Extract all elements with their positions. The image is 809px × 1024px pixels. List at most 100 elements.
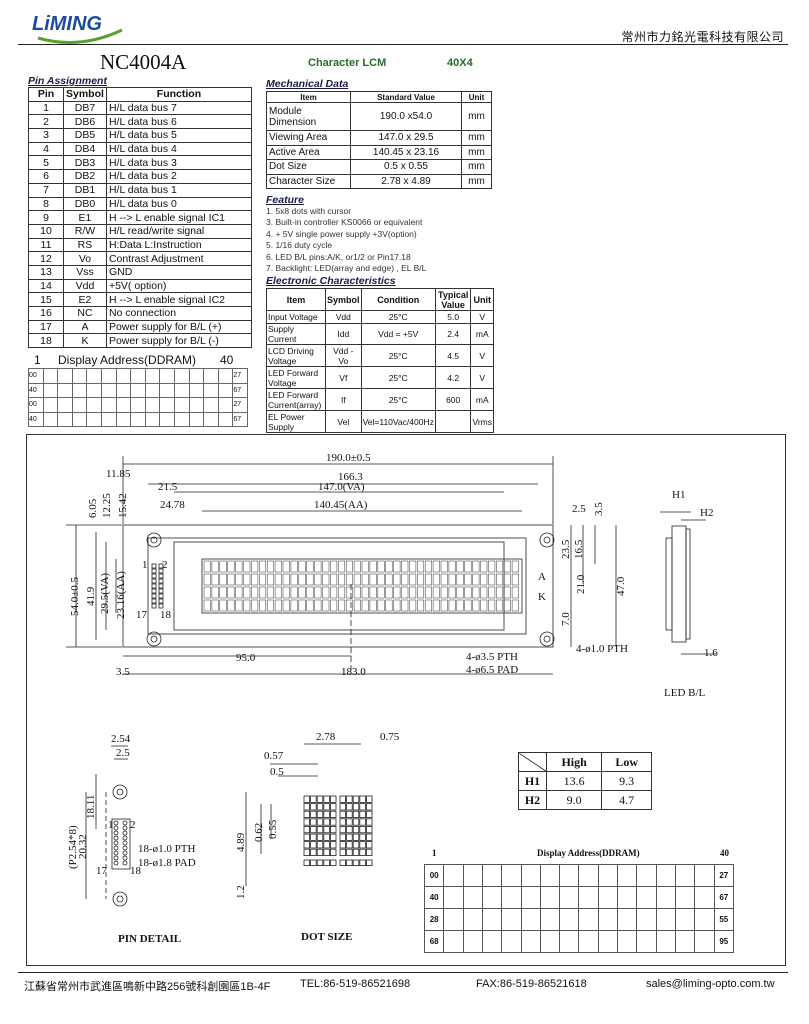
ddram-small-start: 1 (34, 353, 41, 367)
feature-title: Feature (266, 194, 304, 206)
ddram-cell (42, 411, 59, 427)
pin-assignment-title: Pin Assignment (28, 75, 107, 87)
character-cell (385, 560, 393, 573)
hl-low-cell: 4.7 (601, 790, 652, 810)
pad-note: 4-ø6.5 PAD (466, 664, 518, 676)
mech-value-cell: 147.0 x 29.5 (350, 130, 462, 146)
character-cell (417, 586, 425, 599)
function-cell: H/L data bus 6 (105, 114, 253, 130)
dim-41-9: 41.9 (85, 586, 97, 606)
pin-cell: 9 (28, 210, 64, 225)
ddram-cell (115, 397, 132, 413)
ddram-cell (115, 411, 132, 427)
mech-value-cell: 190.0 x54.0 (350, 102, 462, 131)
character-cell (243, 599, 251, 612)
dot-cell (346, 841, 353, 849)
character-cell (464, 586, 472, 599)
symbol-cell: DB1 (63, 182, 107, 198)
dot-cell (365, 833, 373, 841)
dot-cell (359, 841, 366, 849)
dot-cell (352, 825, 360, 834)
side-view (660, 511, 716, 655)
character-cell (361, 560, 369, 573)
dot-dim-0-57: 0.57 (264, 750, 284, 762)
dot-cell (303, 841, 310, 849)
mount-hole (539, 631, 555, 647)
ddram-cell (188, 368, 205, 384)
ddram-cell (539, 908, 561, 931)
character-cell (393, 599, 401, 612)
character-cell (511, 599, 519, 612)
ddram-cell (173, 382, 190, 398)
footer-email[interactable]: sales@liming-opto.com.tw (646, 978, 775, 990)
dot-cell (329, 810, 337, 819)
elec-typical-cell (434, 410, 472, 433)
ddram-cell (501, 908, 522, 931)
dot-cell (346, 818, 353, 826)
function-cell: H --> L enable signal IC2 (105, 292, 253, 307)
elec-unit-header: Unit (470, 288, 494, 311)
elec-typical-cell: 4.2 (434, 366, 472, 389)
dot-cell (352, 841, 360, 849)
character-cell (424, 573, 432, 586)
ddram-end-address: 27 (713, 864, 735, 887)
dot-cell (323, 810, 330, 819)
dot-cell (323, 818, 330, 826)
character-cell (322, 573, 330, 586)
product-type: Character LCM (308, 57, 387, 69)
character-cell (377, 586, 385, 599)
character-cell (361, 586, 369, 599)
dot-cell (339, 825, 346, 834)
pin-pad (113, 820, 119, 826)
character-cell (496, 599, 504, 612)
front-pin-18: 18 (160, 609, 172, 621)
ddram-cell (597, 930, 619, 953)
character-cell (409, 560, 417, 573)
dot-cell (339, 841, 346, 849)
dot-cell (323, 833, 330, 841)
pin-cell: 1 (28, 100, 64, 116)
function-cell: H/L data bus 3 (105, 155, 253, 171)
pin-pad (122, 835, 128, 841)
elec-unit-cell: Vrms (470, 410, 494, 433)
dot-cell (359, 803, 366, 811)
character-cell (282, 560, 290, 573)
ddram-cell (501, 930, 522, 953)
pin-cell: 12 (28, 251, 64, 266)
mech-value-cell: 140.45 x 23.16 (350, 144, 462, 160)
dim-3-5-bottom: 3.5 (116, 666, 130, 678)
mech-item-cell: Module Dimension (266, 102, 351, 131)
ddram-large-start: 1 (432, 848, 437, 858)
mech-item-cell: Character Size (266, 173, 351, 189)
ddram-cell (57, 382, 73, 398)
pin-dim-18-11: 18.11 (85, 795, 97, 819)
character-cell (401, 573, 409, 586)
feature-item: 7. Backlight: LED(array and edge) , EL B… (266, 263, 427, 274)
ddram-cell (159, 397, 175, 413)
ddram-cell (203, 368, 219, 384)
header-pin (151, 583, 157, 589)
character-cell (322, 599, 330, 612)
pin-pad (113, 855, 119, 861)
pin-cell: 17 (28, 319, 64, 335)
pin-cell: 3 (28, 128, 64, 143)
character-cell (369, 560, 377, 573)
ddram-cell (57, 397, 73, 413)
pin-pth-note: 18-ø1.0 PTH (138, 843, 196, 855)
ddram-cell (674, 886, 696, 909)
function-cell: H:Data L:Instruction (105, 237, 253, 253)
pin-pitch: (P2.54*8) (67, 825, 79, 869)
character-cell (290, 599, 298, 612)
ddram-cell (539, 864, 561, 887)
ddram-cell (130, 382, 146, 398)
character-cell (345, 560, 353, 573)
character-cell (266, 560, 274, 573)
pin-header (151, 563, 164, 609)
elec-condition-cell: 25°C (360, 388, 436, 411)
